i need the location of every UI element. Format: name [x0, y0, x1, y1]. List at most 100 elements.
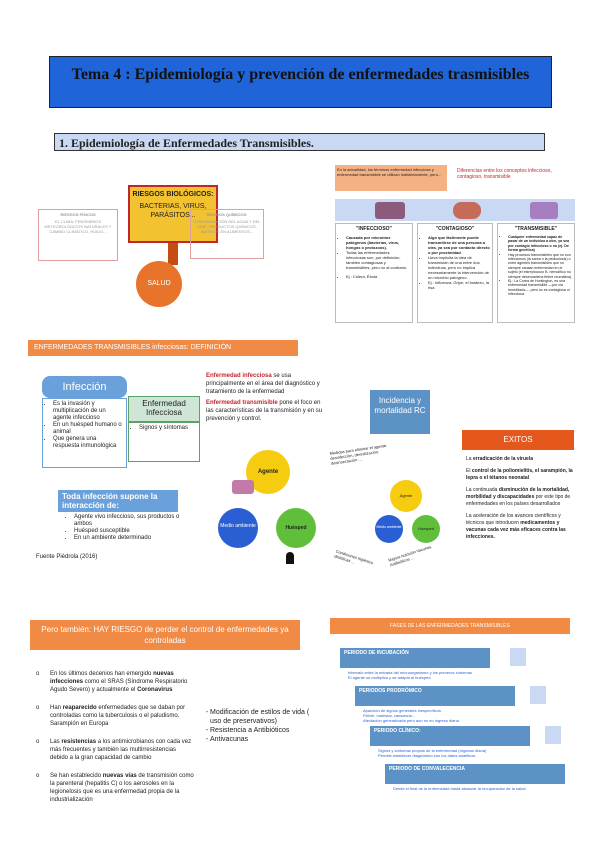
- term-transmissible: Enfermedad transmisible: [206, 400, 278, 406]
- col-title: "INFECCIOSO": [356, 226, 392, 232]
- incidence-banner: Incidencia y mortalidad RC: [370, 390, 430, 434]
- exitos-list: La erradicación de la viruela El control…: [466, 456, 578, 541]
- dna-image: [530, 202, 558, 219]
- list-item: El agente se multiplica y se adapta al h…: [348, 675, 431, 680]
- triad-host: Huésped: [276, 508, 316, 548]
- section-heading: 1. Epidemiología de Enfermedades Transmi…: [54, 133, 545, 151]
- concepts-panel: En la actualidad, los términos enfermeda…: [335, 165, 575, 325]
- disease-list-box: Signos y síntomas: [128, 422, 200, 462]
- list-item: Resistencia a Antibióticos: [210, 726, 310, 735]
- infection-list-box: Es la invasión y multiplicación de un ag…: [42, 398, 127, 468]
- improvement-text: Mejora nutrición Vacunas Antibióticos ..…: [387, 544, 432, 568]
- phases-panel: FASES DE LAS ENFERMEDADES TRANSMISIBLES …: [330, 618, 570, 808]
- down-arrow-icon: [545, 726, 561, 744]
- down-arrow-icon: [510, 648, 526, 666]
- concepts-heading: Diferencias entre los conceptos infeccio…: [457, 168, 552, 180]
- interaction-box: Toda infección supone la interacción de:: [58, 490, 178, 512]
- list-item: Agente vivo infeccioso, sus productos o …: [74, 514, 196, 528]
- list-item: Afectación generalizada pero aun no en i…: [363, 718, 459, 723]
- concept-col-2: "CONTAGIOSO" Algo que fácilmente puede t…: [417, 223, 493, 323]
- list-item: Ej.: La Corea de Huntington, es una enfe…: [508, 279, 572, 297]
- list-item: Desde el final de la enfermedad hasta al…: [393, 786, 527, 791]
- phys-risk-body: EL CLIMA: FENÓMENOS METEOROLÓGICOS NATUR…: [44, 219, 112, 234]
- phys-risk-title: RIESGOS FÍSICOS: [60, 212, 96, 217]
- definition-panel: ENFERMEDADES TRANSMISIBLES infecciosas: …: [28, 340, 328, 570]
- phys-risk-box: RIESGOS FÍSICOS EL CLIMA: FENÓMENOS METE…: [38, 209, 118, 261]
- list-item: Huésped susceptible: [74, 528, 196, 535]
- triad-host: Huésped: [412, 515, 440, 543]
- def-transmissible: pone el foco en las características de l…: [206, 400, 323, 422]
- arrow-icon: [168, 243, 178, 265]
- list-item: La continuada disminución de la mortalid…: [466, 487, 571, 507]
- concept-col-3: "TRANSMISIBLE" Cualquier enfermedad capa…: [497, 223, 575, 323]
- phase-prodromal: PERIODOS PRODRÓMICO: [355, 686, 515, 706]
- factors-list: Modificación de estilos de vida ( uso de…: [210, 708, 310, 744]
- phase-incubation: PERIODO DE INCUBACIÓN: [340, 648, 490, 668]
- list-item: Signos y síntomas: [139, 425, 197, 431]
- list-item: Fiebre, malestar, cansancio...: [363, 713, 416, 718]
- list-item: La erradicación de la viruela: [466, 456, 533, 462]
- triad-agent: Agente: [390, 480, 422, 512]
- bio-risk-body: BACTERIAS, VIRUS, PARÁSITOS...: [139, 203, 207, 219]
- list-item: Lleva implícita la idea de transmisión d…: [428, 255, 490, 280]
- bio-risk-box: RIESGOS BIOLÓGICOS: BACTERIAS, VIRUS, PA…: [128, 185, 218, 243]
- phase-convalescence-details: Desde el final de la enfermedad hasta al…: [385, 784, 565, 793]
- phase-clinical-details: Signos y síntomas propios de la enfermed…: [370, 746, 540, 760]
- list-item: Causada por microbios patógenos (bacteri…: [346, 235, 410, 250]
- chem-risk-title: RIESGOS QUÍMICOS:: [206, 212, 248, 217]
- list-item: Modificación de estilos de vida ( uso de…: [210, 708, 310, 726]
- phase-clinical: PERIODO CLÍNICO:: [370, 726, 530, 746]
- list-item: Ej.: Influenza, Gripe, el bostezo, la ri…: [428, 280, 490, 290]
- incidence-panel: Incidencia y mortalidad RC EXITOS Medida…: [329, 390, 580, 590]
- smile-image: [453, 202, 481, 219]
- definition-banner: ENFERMEDADES TRANSMISIBLES infecciosas: …: [28, 340, 298, 356]
- chem-risk-body: CONTAMINACIÓN DEL AGUA Y DEL AIRE, PRODU…: [193, 219, 261, 234]
- down-arrow-icon: [530, 686, 546, 704]
- list-item: Algo que fácilmente puede transmitirse d…: [428, 235, 490, 255]
- exitos-banner: EXITOS: [462, 430, 574, 450]
- bacteria-image: [375, 202, 405, 219]
- phase-convalescence: PERIODO DE CONVALECENCIA: [385, 764, 565, 784]
- interaction-list: Agente vivo infeccioso, sus productos o …: [66, 514, 196, 542]
- list-item: Ej.: Cólera, Ébola: [346, 274, 410, 279]
- microbe-icon: [232, 480, 254, 494]
- term-infectious: Enfermedad infecciosa: [206, 373, 272, 379]
- disease-box: Enfermedad Infecciosa: [128, 396, 200, 422]
- risk-banner: Pero también: HAY RIESGO de perder el co…: [30, 620, 300, 650]
- page-title: Tema 4 : Epidemiología y prevención de e…: [49, 56, 552, 108]
- bio-risk-title: RIESGOS BIOLÓGICOS:: [132, 191, 214, 198]
- risk-panel: Pero también: HAY RIESGO de perder el co…: [30, 620, 309, 820]
- list-item: Todas las enfermedades infecciosas son, …: [346, 250, 410, 270]
- list-item: Aparición de signos generales inespecífi…: [363, 708, 441, 713]
- list-item: Intervalo entre la entrada del microorga…: [348, 670, 472, 675]
- concept-col-1: "INFECCIOSO" Causada por microbios patóg…: [335, 223, 413, 323]
- def-infectious: se usa principalmente en el área del dia…: [206, 373, 320, 395]
- risk-diagram: RIESGOS BIOLÓGICOS: BACTERIAS, VIRUS, PA…: [38, 185, 268, 307]
- triad-environment: Medio ambiente: [218, 508, 258, 548]
- list-item: Antivacunas: [210, 735, 310, 744]
- definition-text: Enfermedad infecciosa se usa principalme…: [206, 372, 326, 423]
- source-note: Fuente Piédrola (2016): [36, 554, 98, 560]
- list-item: En un ambiente determinado: [74, 535, 196, 542]
- list-item: En un huésped humano o animal: [53, 422, 124, 436]
- chem-risk-box: RIESGOS QUÍMICOS: CONTAMINACIÓN DEL AGUA…: [190, 209, 264, 259]
- list-item: La aceleración de los avances científico…: [466, 513, 566, 540]
- phases-banner: FASES DE LAS ENFERMEDADES TRANSMISIBLES: [330, 618, 570, 634]
- col-title: "TRANSMISIBLE": [514, 226, 558, 232]
- infection-box: Infección: [42, 376, 127, 398]
- phase-prodromal-details: Aparición de signos generales inespecífi…: [355, 706, 525, 725]
- measures-text: Medidas para eliminar el agente: desinfe…: [329, 442, 388, 466]
- conditions-text: Condiciones higiénico dietéticas ...: [333, 548, 374, 566]
- concepts-intro: En la actualidad, los términos enfermeda…: [335, 165, 447, 191]
- phase-incubation-details: Intervalo entre la entrada del microorga…: [340, 668, 510, 682]
- list-item: Que genera una respuesta inmunológica: [53, 436, 124, 450]
- list-item: El control de la poliomielitis, el saram…: [466, 468, 573, 481]
- triad-environment: Medio ambiente: [375, 515, 403, 543]
- list-item: Cualquier enfermedad capaz de pasar de u…: [508, 235, 572, 253]
- list-item: Hay procesos transmisibles que no son in…: [508, 253, 572, 279]
